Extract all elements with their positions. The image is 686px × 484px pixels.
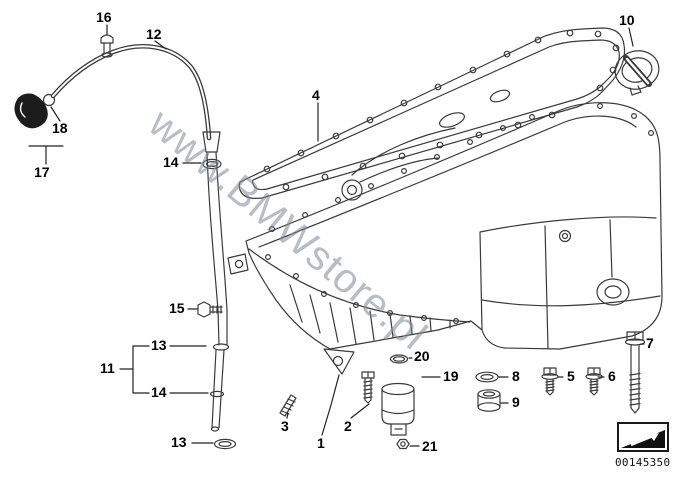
part-label-2[interactable]: 2 <box>344 418 352 434</box>
leader-lines <box>28 24 645 447</box>
bolts-drawing <box>541 331 646 414</box>
gasket-drawing <box>238 27 626 199</box>
part-label-13-upper[interactable]: 13 <box>151 337 167 353</box>
oil-filler-cap-drawing <box>614 50 660 96</box>
part-label-9[interactable]: 9 <box>512 394 520 410</box>
drain-plug-drawing <box>475 371 501 412</box>
part-label-3[interactable]: 3 <box>281 418 289 434</box>
part-label-12[interactable]: 12 <box>146 26 162 42</box>
part-label-21[interactable]: 21 <box>422 438 438 454</box>
part-label-13-lower[interactable]: 13 <box>171 434 187 450</box>
part-label-20[interactable]: 20 <box>414 348 430 364</box>
part-label-6[interactable]: 6 <box>608 368 616 384</box>
document-number: 00145350 <box>615 456 671 469</box>
part-label-7[interactable]: 7 <box>646 335 654 351</box>
part-label-15[interactable]: 15 <box>169 300 185 316</box>
part-label-14-lower[interactable]: 14 <box>151 384 167 400</box>
part-label-4[interactable]: 4 <box>312 87 320 103</box>
part-label-8[interactable]: 8 <box>512 368 520 384</box>
part-label-16[interactable]: 16 <box>96 9 112 25</box>
part-label-14-upper[interactable]: 14 <box>163 154 179 170</box>
dipstick-assembly-drawing <box>14 34 249 450</box>
part-label-19[interactable]: 19 <box>443 368 459 384</box>
stud-drawing <box>279 394 297 417</box>
part-label-18[interactable]: 18 <box>52 120 68 136</box>
stamp-box <box>617 422 669 452</box>
oil-pan-drawing <box>245 89 663 375</box>
part-label-11[interactable]: 11 <box>100 360 115 376</box>
oil-level-sensor-drawing <box>361 354 415 450</box>
part-label-17[interactable]: 17 <box>34 164 50 180</box>
arrow-wedge-icon <box>621 430 665 448</box>
part-label-10[interactable]: 10 <box>619 12 635 28</box>
part-label-5[interactable]: 5 <box>567 368 575 384</box>
part-label-1[interactable]: 1 <box>317 435 325 451</box>
